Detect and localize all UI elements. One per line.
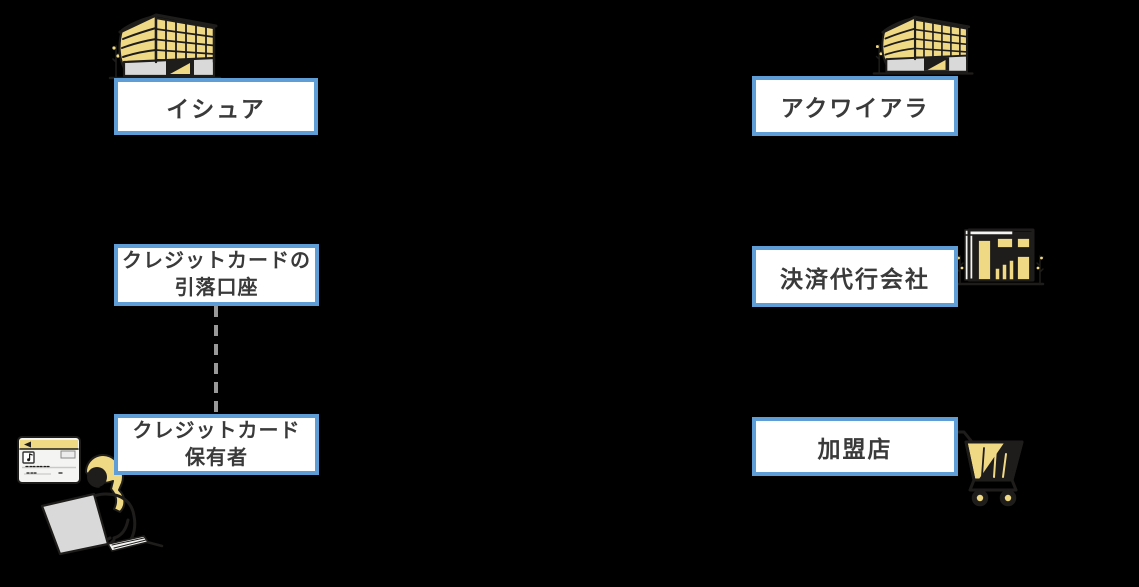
node-merchant-label: 加盟店 [817, 435, 893, 462]
node-issuer: イシュア [114, 78, 318, 135]
node-debit-account-label-line1: クレジットカードの [122, 250, 311, 272]
node-merchant: 加盟店 [752, 417, 958, 476]
node-cardholder-label-line2: 保有者 [185, 446, 248, 469]
shopping-cart-icon [948, 430, 1024, 507]
dashed-connector-line [214, 306, 218, 415]
credit-card-icon [17, 436, 81, 484]
node-debit-account: クレジットカードの 引落口座 [114, 244, 319, 306]
node-cardholder-label-line1: クレジットカード [132, 419, 301, 442]
office-building-icon [108, 13, 222, 80]
node-acquirer-label: アクワイアラ [780, 95, 930, 121]
node-payment-agency-label: 決済代行会社 [780, 265, 930, 292]
node-cardholder: クレジットカード 保有者 [114, 414, 319, 475]
node-payment-agency: 決済代行会社 [752, 246, 958, 307]
storefront-icon [955, 228, 1045, 286]
office-building-icon [872, 15, 974, 75]
node-issuer-label: イシュア [166, 95, 266, 122]
node-acquirer: アクワイアラ [752, 76, 958, 136]
node-debit-account-label-line2: 引落口座 [174, 277, 259, 299]
